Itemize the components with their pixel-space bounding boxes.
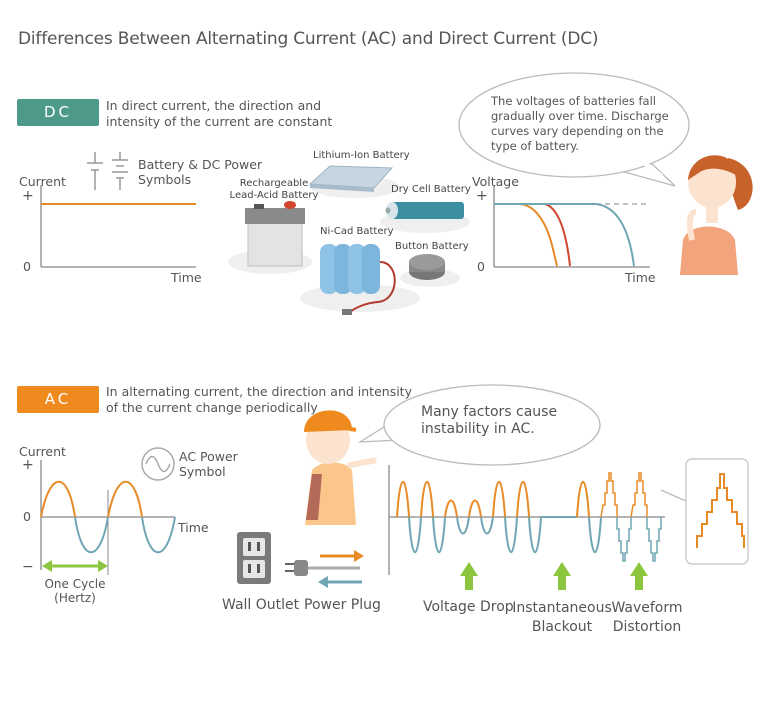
- voltage-graph-xlabel: Time: [625, 270, 656, 285]
- voltage-discharge-graph: [493, 186, 650, 268]
- ac-graph-plus: +: [22, 457, 34, 473]
- wall-outlet-image: [237, 532, 271, 584]
- dry-cell-label: Dry Cell Battery: [391, 184, 471, 195]
- distortion-label-line-2: Distortion: [612, 619, 682, 635]
- ac-speech-line-1: Many factors cause: [421, 404, 558, 420]
- dc-description-line-2: intensity of the current are constant: [106, 114, 333, 129]
- dc-graph-plus: +: [22, 188, 34, 204]
- ac-graph-zero: 0: [23, 509, 31, 524]
- blackout-label-line-1: Instantaneous: [512, 600, 612, 616]
- ac-description-line-2: of the current change periodically: [106, 400, 318, 415]
- dc-speech-line-2: gradually over time. Discharge: [491, 109, 669, 123]
- dc-speech-line-1: The voltages of batteries fall: [491, 94, 656, 108]
- lithium-ion-battery-image: [308, 165, 394, 192]
- dc-description-line-1: In direct current, the direction and: [106, 98, 322, 113]
- ac-graph-minus: −: [22, 559, 34, 575]
- voltage-drop-arrow: [460, 562, 478, 590]
- batteries-illustration: [228, 165, 470, 315]
- ac-symbol-label: AC Power Symbol: [179, 449, 238, 479]
- dc-speech-bubble: [458, 72, 690, 187]
- blackout-arrow: [553, 562, 571, 590]
- distortion-arrow: [630, 562, 648, 590]
- button-battery-image: [409, 254, 445, 280]
- dc-symbol-label-line-1: Battery & DC Power: [138, 157, 263, 172]
- distortion-label-line-1: Waveform: [611, 600, 683, 616]
- voltage-graph-ylabel: Voltage: [472, 174, 519, 189]
- lead-acid-label-line-1: Rechargeable: [239, 178, 309, 189]
- power-plug-image: [285, 550, 364, 588]
- one-cycle-label: One Cycle (Hertz): [34, 577, 116, 605]
- dc-speech-line-4: type of battery.: [491, 139, 580, 153]
- dry-cell-battery-image: [385, 202, 464, 219]
- one-cycle-label-line-1: One Cycle: [44, 577, 106, 591]
- dc-symbol-label-line-2: Symbols: [138, 172, 192, 187]
- discharge-curve-orange: [494, 203, 558, 267]
- blackout-label: Instantaneous Blackout: [512, 599, 612, 637]
- one-cycle-label-line-2: (Hertz): [54, 591, 96, 605]
- woman-illustration: [680, 155, 753, 275]
- ac-graph-xlabel: Time: [178, 520, 209, 535]
- power-plug-label: Power Plug: [304, 597, 381, 613]
- dc-speech-text: The voltages of batteries fall gradually…: [491, 94, 669, 154]
- ac-graph-ylabel: Current: [19, 444, 66, 459]
- voltage-drop-label: Voltage Drop: [423, 599, 514, 615]
- wall-outlet-label: Wall Outlet: [222, 597, 300, 613]
- lead-acid-battery-image: [245, 201, 305, 267]
- distortion-zoom-box: [660, 458, 749, 565]
- ac-speech-text: Many factors cause instability in AC.: [421, 404, 557, 438]
- lead-acid-label-line-2: Lead-Acid Battery: [229, 190, 319, 201]
- lead-acid-label: Rechargeable Lead-Acid Battery: [228, 178, 320, 202]
- ac-description-line-1: In alternating current, the direction an…: [106, 384, 412, 399]
- ac-speech-line-2: instability in AC.: [421, 421, 535, 437]
- dc-battery-symbol: [87, 152, 128, 190]
- discharge-curve-blue: [494, 203, 635, 267]
- ac-speech-bubble: [357, 384, 601, 466]
- ac-symbol-label-line-2: Symbol: [179, 464, 226, 479]
- unstable-ac-waveform: [388, 465, 665, 575]
- ac-positive-half: [40, 481, 76, 518]
- ac-badge: AC: [17, 386, 99, 413]
- ac-power-symbol: [141, 447, 175, 481]
- page-title: Differences Between Alternating Current …: [18, 29, 599, 49]
- discharge-curve-red: [494, 203, 571, 267]
- button-battery-label: Button Battery: [395, 241, 469, 252]
- indicator-arrows: [460, 562, 648, 590]
- dc-current-graph: [40, 185, 196, 268]
- man-illustration: [304, 410, 377, 525]
- ac-negative-half: [74, 516, 109, 553]
- dc-graph-ylabel: Current: [19, 174, 66, 189]
- ni-cad-battery-image: [320, 244, 396, 315]
- ac-description: In alternating current, the direction an…: [106, 384, 412, 416]
- dc-graph-xlabel: Time: [171, 270, 202, 285]
- lithium-ion-label: Lithium-Ion Battery: [313, 150, 410, 161]
- dc-graph-zero: 0: [23, 259, 31, 274]
- dc-symbol-label: Battery & DC Power Symbols: [138, 157, 262, 187]
- dc-badge: DC: [17, 99, 99, 126]
- dc-description: In direct current, the direction and int…: [106, 98, 332, 130]
- ac-current-graph: [40, 460, 176, 575]
- voltage-graph-zero: 0: [477, 259, 485, 274]
- ac-symbol-label-line-1: AC Power: [179, 449, 238, 464]
- dc-speech-line-3: curves vary depending on the: [491, 124, 664, 138]
- ni-cad-label: Ni-Cad Battery: [320, 226, 394, 237]
- blackout-label-line-2: Blackout: [531, 619, 593, 635]
- voltage-graph-plus: +: [476, 188, 488, 204]
- distortion-label: Waveform Distortion: [607, 599, 687, 637]
